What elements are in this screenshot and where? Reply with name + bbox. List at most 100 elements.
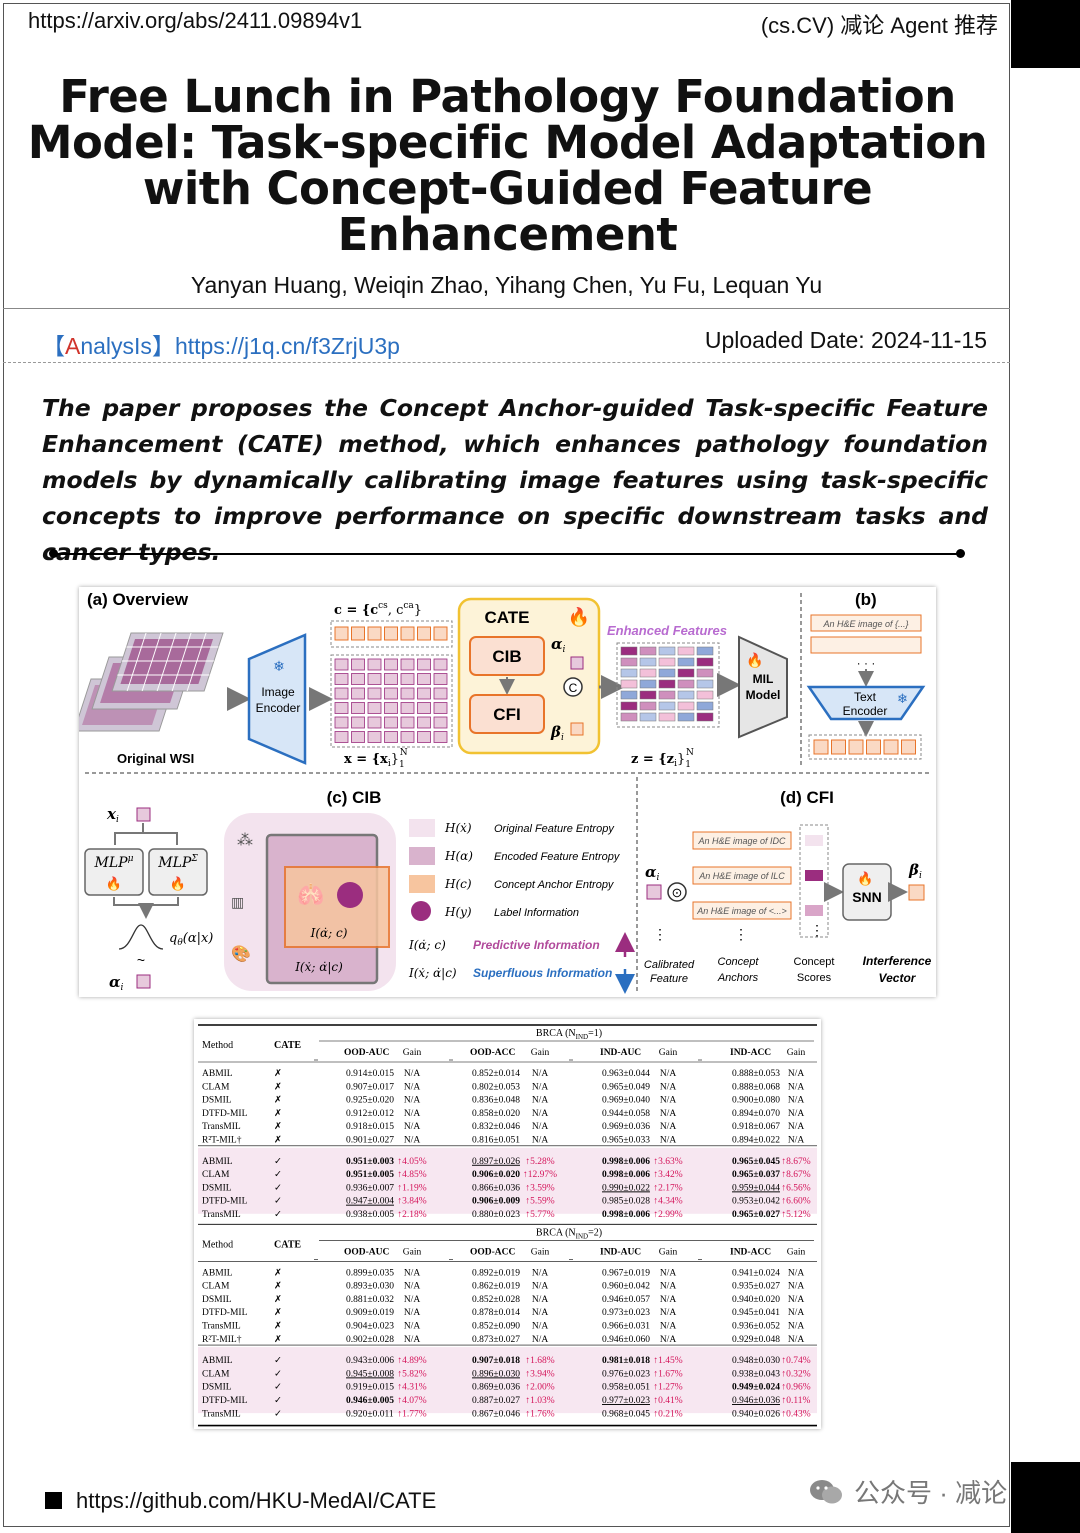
table-cell: 0.880±0.023: [472, 1210, 520, 1220]
bullet-square: [45, 1492, 62, 1509]
feature-cell: [400, 702, 415, 714]
feature-cell: [334, 702, 349, 714]
arxiv-url[interactable]: https://arxiv.org/abs/2411.09894v1: [28, 8, 363, 33]
table-cell: N/A: [788, 1082, 805, 1092]
text-embedding-cell: [901, 739, 916, 755]
col-cate: CATE: [274, 1040, 301, 1051]
table-cell: N/A: [404, 1335, 421, 1345]
col-header: Gain: [531, 1048, 550, 1058]
enhanced-cell: [639, 668, 657, 678]
table-cell: ✓: [274, 1409, 282, 1419]
legend-text: Concept Anchor Entropy: [494, 879, 615, 891]
analysis-link[interactable]: https://j1q.cn/f3ZrjU3p: [174, 333, 400, 359]
concept-prompt-box: [692, 866, 792, 885]
calibrated-line1: Calibrated: [644, 959, 695, 971]
wechat-text: 公众号 · 减论: [854, 1478, 1008, 1508]
table-cell: ABMIL: [202, 1069, 233, 1079]
table-cell: 0.943±0.006: [346, 1356, 394, 1366]
table-cell: 0.960±0.042: [602, 1282, 650, 1292]
github-link[interactable]: https://github.com/HKU-MedAI/CATE: [76, 1488, 437, 1513]
table-cell: 0.940±0.020: [732, 1295, 780, 1305]
score-bar-3: [805, 905, 823, 916]
table-cell: ✗: [274, 1108, 282, 1119]
cib-label: CIB: [492, 647, 521, 666]
enhanced-cell: [639, 701, 657, 711]
table-cell: ✓: [274, 1396, 282, 1406]
feature-cell: [367, 731, 382, 743]
table-cell: ↑1.19%: [397, 1183, 426, 1193]
table-cell: 0.965±0.033: [602, 1136, 650, 1146]
col-header: Gain: [659, 1247, 678, 1257]
cate-rows-highlight: [198, 1347, 817, 1414]
table-cell: N/A: [660, 1308, 677, 1318]
odot-symbol: ⊙: [672, 885, 683, 900]
table-cell: 0.912±0.012: [346, 1109, 394, 1119]
text-embedding-cell: [831, 739, 846, 755]
table-cell: 0.944±0.058: [602, 1109, 650, 1119]
table-cell: N/A: [660, 1268, 677, 1278]
upload-date: Uploaded Date: 2024-11-15: [704, 327, 987, 353]
image-features: [334, 658, 448, 743]
method-figure: (a) Overview (b) Original WSI ❄ Image En…: [73, 587, 936, 997]
table-cell: N/A: [404, 1322, 421, 1332]
interference-line2: Vector: [879, 971, 917, 985]
table-cell: 0.852±0.028: [472, 1295, 520, 1305]
table-cell: 0.953±0.042: [732, 1197, 780, 1207]
enhanced-features-label: Enhanced Features: [607, 623, 727, 638]
table-cell: 0.914±0.015: [346, 1069, 394, 1079]
table-cell: ↑0.32%: [781, 1369, 810, 1379]
analysis-link-row: 【AnalysIs】https://j1q.cn/f3ZrjU3p: [42, 327, 400, 361]
table-cell: N/A: [532, 1136, 549, 1146]
feature-cell: [351, 658, 365, 671]
alpha-symbol: αi: [551, 635, 566, 655]
table-cell: ↑4.05%: [397, 1157, 426, 1167]
cate-label: CATE: [484, 608, 529, 627]
cate-rows-highlight: [198, 1147, 817, 1214]
snowflake-icon: ❄: [273, 658, 285, 674]
prompt-box-1: [810, 614, 922, 632]
table-cell: N/A: [788, 1335, 805, 1345]
table-cell: ↑1.68%: [525, 1356, 554, 1366]
table-cell: 0.946±0.005: [346, 1396, 394, 1406]
feature-cell: [400, 673, 415, 685]
table-cell: 0.963±0.044: [602, 1069, 650, 1079]
predictive-information-label: Predictive Information: [473, 938, 600, 952]
table-cell: ✗: [274, 1334, 282, 1345]
enhanced-feature-box: [616, 642, 720, 728]
table-cell: ✓: [274, 1369, 282, 1379]
dashed-divider: [3, 362, 1010, 363]
prompt-box-2: [810, 636, 922, 654]
feature-cell: [351, 702, 365, 714]
feature-cell: [384, 673, 398, 685]
lungs-icon: 🫁: [297, 882, 324, 907]
legend-text: Original Feature Entropy: [494, 823, 615, 835]
legend-swatch: [409, 819, 435, 837]
enhanced-cell: [620, 657, 638, 667]
table-cell: 0.897±0.026: [472, 1157, 520, 1167]
table-cell: 0.852±0.090: [472, 1322, 520, 1332]
table-cell: N/A: [788, 1295, 805, 1305]
anchors-line2: Anchors: [717, 972, 759, 984]
table-cell: DTFD-MIL: [202, 1109, 248, 1119]
enhanced-cell: [620, 646, 638, 656]
col-header: OOD-ACC: [470, 1247, 516, 1257]
table-cell: 0.918±0.067: [732, 1122, 780, 1132]
table-cell: 0.998±0.006: [602, 1210, 650, 1220]
enhanced-cell: [696, 690, 714, 700]
table-cell: CLAM: [202, 1082, 230, 1092]
wsi-slides: [73, 632, 224, 732]
paper-authors: Yanyan Huang, Weiqin Zhao, Yihang Chen, …: [190, 272, 823, 298]
feature-grid-box: [330, 654, 453, 748]
table-cell: 0.973±0.023: [602, 1308, 650, 1318]
table-cell: 0.949±0.024: [732, 1383, 780, 1393]
table-cell: ↑8.67%: [781, 1157, 810, 1167]
mlp-mu-label: MLPμ: [94, 854, 134, 871]
table-cell: ↑3.59%: [525, 1183, 554, 1193]
feature-cell: [367, 702, 382, 714]
feature-cell: [433, 658, 448, 671]
table-cell: 0.919±0.015: [346, 1383, 394, 1393]
table-cell: N/A: [532, 1109, 549, 1119]
table-cell: N/A: [660, 1335, 677, 1345]
table-cell: 0.852±0.014: [472, 1069, 520, 1079]
feature-cell: [351, 716, 365, 729]
